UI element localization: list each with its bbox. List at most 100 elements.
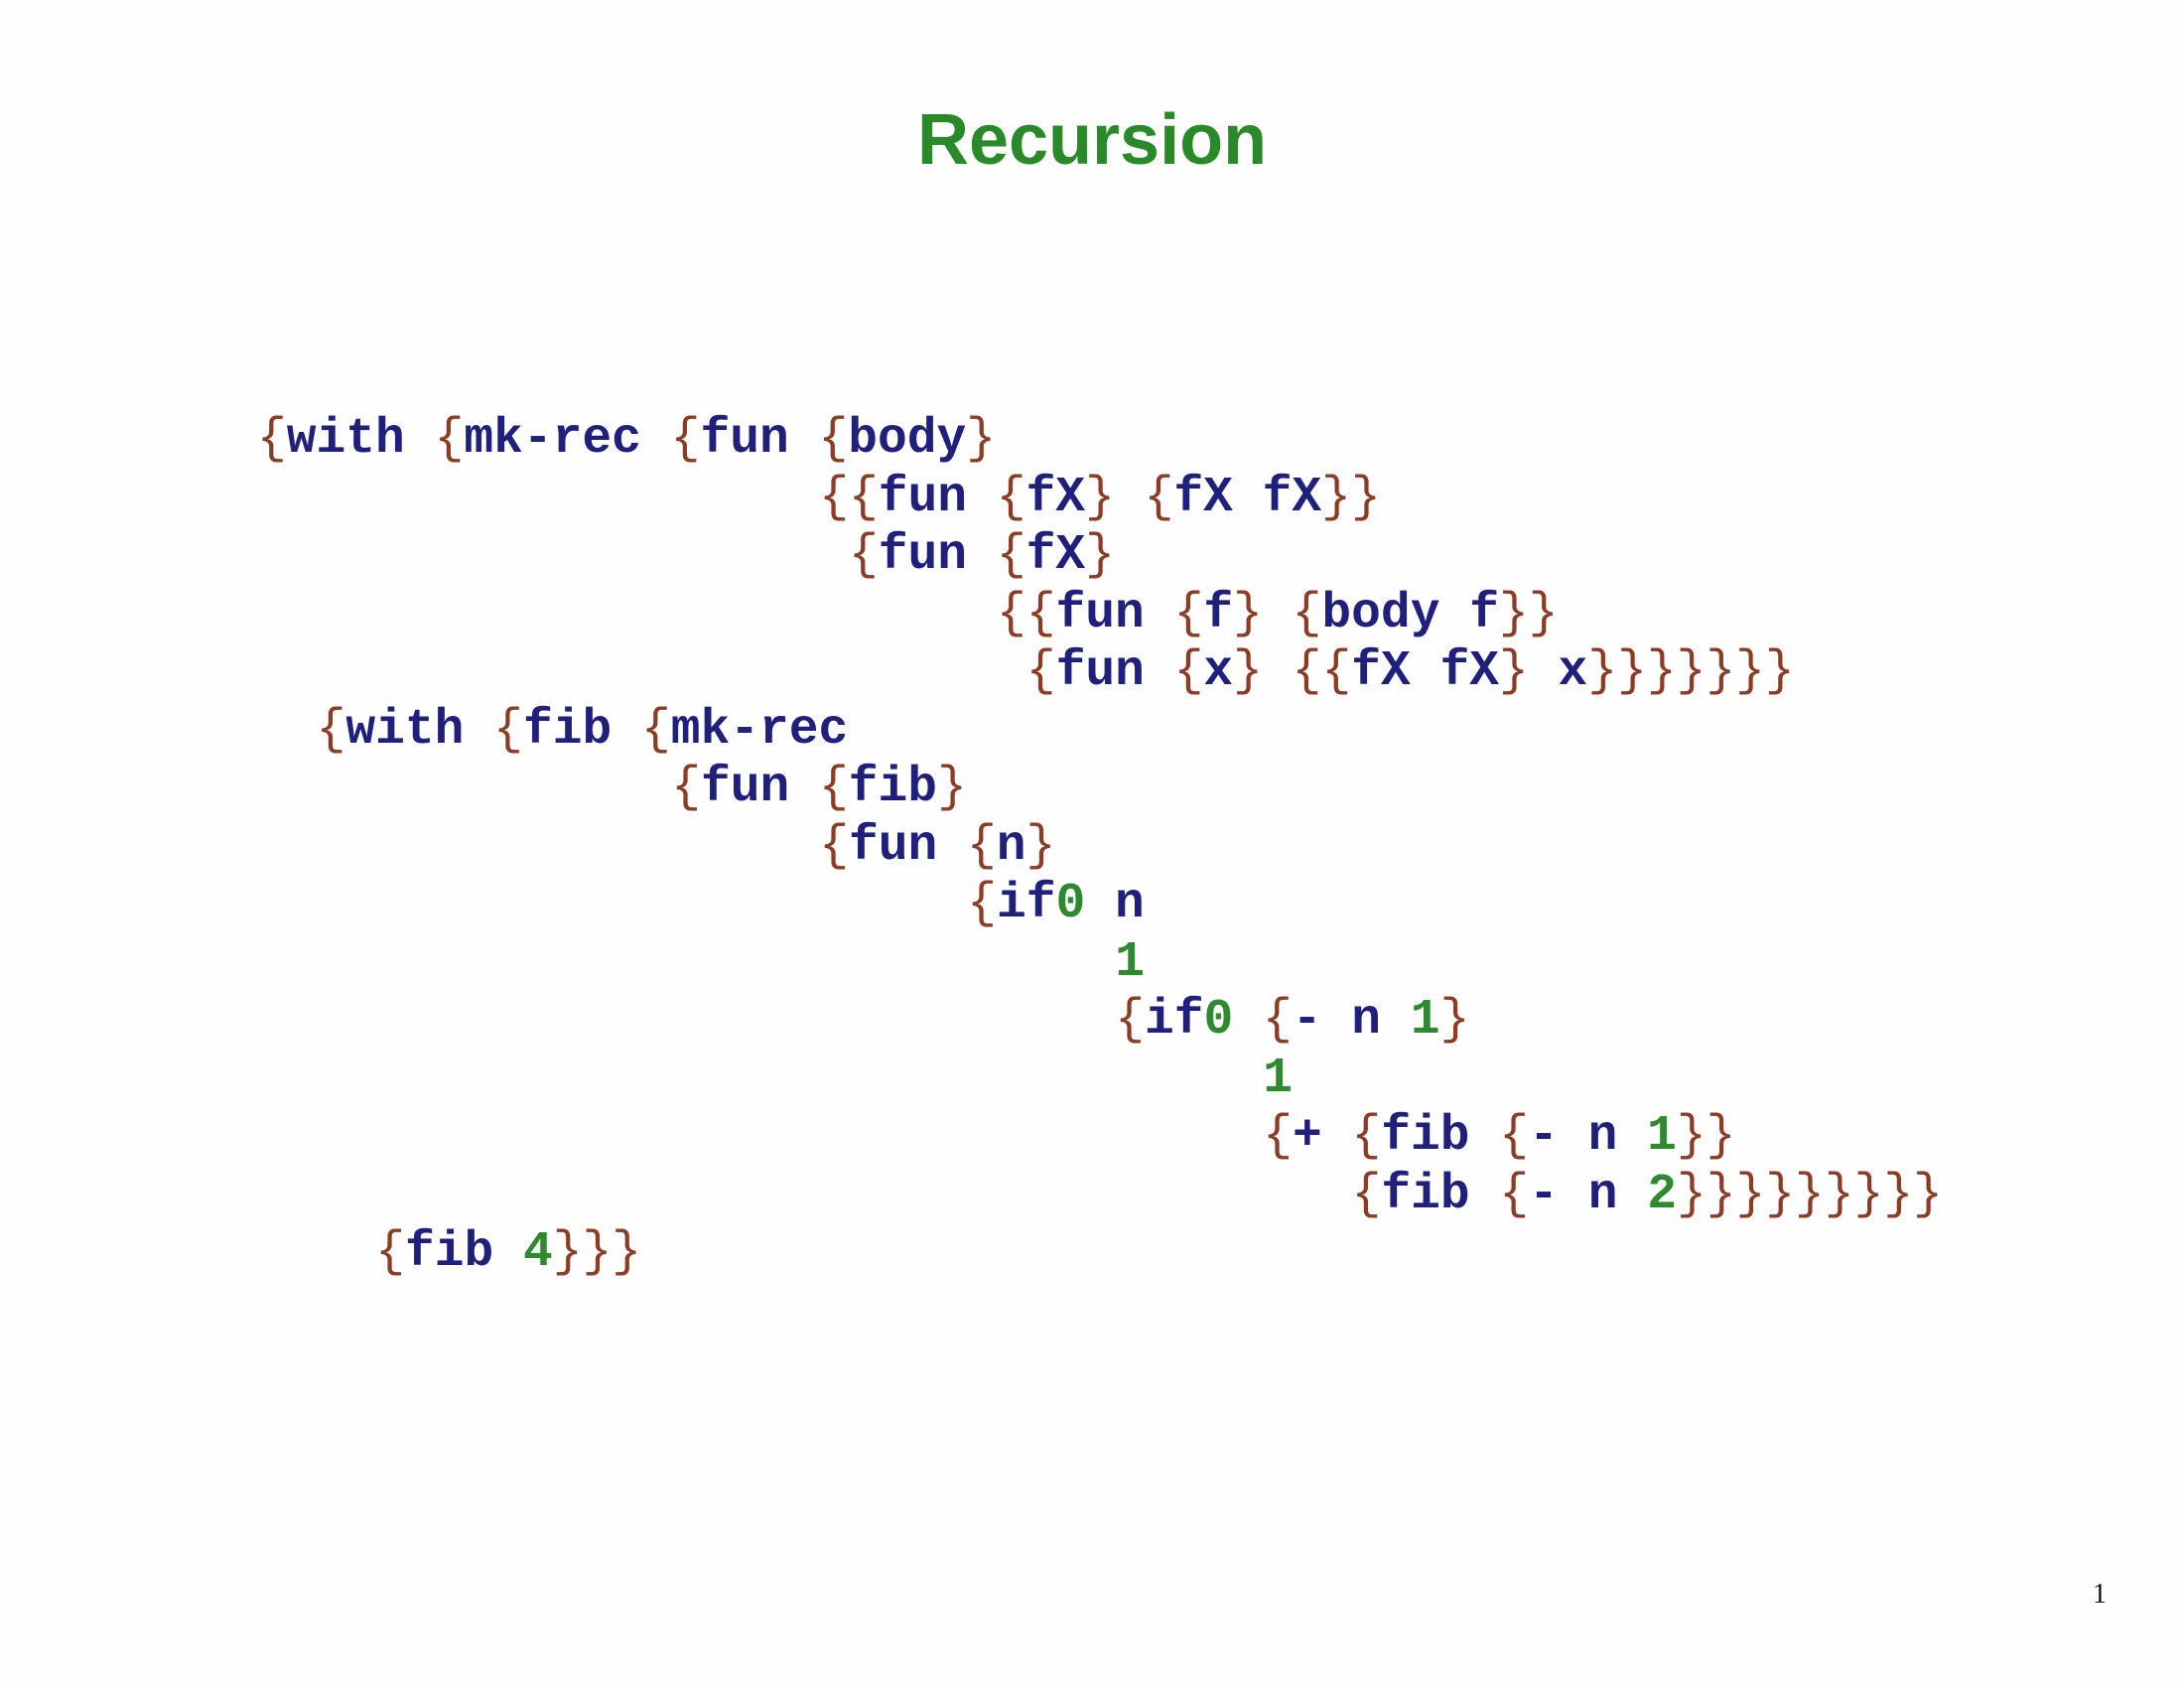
code-line: {with {mk-rec {fun {body}	[257, 410, 996, 468]
code-number: 2	[1647, 1166, 1677, 1222]
code-token	[1263, 643, 1293, 699]
code-token: fun	[878, 527, 997, 583]
code-brace: {	[1499, 1108, 1530, 1164]
code-number: 4	[523, 1224, 553, 1280]
code-brace: {	[967, 817, 997, 874]
code-brace: }	[1498, 585, 1529, 641]
code-token: body f	[1321, 585, 1499, 641]
code-token: fX	[1025, 469, 1086, 525]
code-brace: }	[1735, 643, 1765, 699]
code-brace: }	[966, 411, 997, 467]
code-token: body	[848, 411, 967, 467]
code-brace: {	[1499, 1166, 1530, 1222]
code-brace: {	[967, 876, 997, 931]
code-brace: {	[849, 527, 879, 583]
code-token: fib	[848, 760, 938, 815]
code-token: - n	[1529, 1108, 1648, 1164]
code-token: fX	[1025, 527, 1086, 583]
code-brace: {	[434, 411, 465, 467]
code-brace: }	[1321, 469, 1351, 525]
code-brace: {	[819, 760, 849, 815]
code-brace: }	[1706, 1166, 1736, 1222]
code-token: x	[1203, 643, 1234, 699]
code-brace: }	[1439, 992, 1470, 1048]
code-brace: {	[996, 469, 1026, 525]
code-brace: }	[1233, 643, 1263, 699]
code-brace: }	[1795, 1166, 1825, 1222]
code-brace: {	[997, 585, 1026, 641]
code-brace: {	[257, 411, 287, 467]
code-line: {+ {fib {- n 1}}	[1263, 1107, 1735, 1165]
code-token: fun	[700, 760, 819, 815]
code-brace: }	[1883, 1166, 1914, 1222]
code-token: mk-rec	[464, 411, 671, 467]
code-brace: }	[1824, 1166, 1854, 1222]
code-brace: }	[1350, 469, 1381, 525]
code-brace: {	[1321, 643, 1352, 699]
code-token: if	[996, 876, 1056, 931]
code-token: - n	[1292, 992, 1411, 1048]
code-brace: }	[1528, 585, 1559, 641]
code-brace: }	[1676, 1108, 1706, 1164]
code-brace: }	[1499, 643, 1529, 699]
code-line: {fib 4}}}	[375, 1223, 641, 1281]
code-brace: }	[1233, 585, 1263, 641]
code-brace: {	[493, 701, 523, 758]
code-token: fib	[1381, 1108, 1500, 1164]
code-brace: }	[552, 1224, 583, 1280]
code-line: {if0 {- n 1}	[1115, 991, 1469, 1049]
code-token: f	[1203, 585, 1234, 641]
code-brace: }	[1706, 643, 1736, 699]
code-line: {fun {fX}	[849, 526, 1115, 584]
code-brace: }	[1085, 469, 1115, 525]
code-brace: {	[819, 469, 849, 525]
code-brace: }	[1913, 1166, 1943, 1222]
code-line: {fun {x} {{fX fX} x}}}}}}}	[1026, 642, 1795, 700]
code-token: fib	[522, 701, 641, 758]
code-token: fun	[878, 469, 997, 525]
code-token: fib	[1381, 1166, 1500, 1222]
code-line: {if0 n	[967, 875, 1145, 932]
code-token: x	[1528, 643, 1588, 699]
code-brace: }	[937, 760, 967, 815]
code-line: {fun {n}	[819, 817, 1055, 875]
code-line: {fib {- n 2}}}}}}}}}	[1352, 1166, 1943, 1223]
code-brace: {	[1351, 1108, 1382, 1164]
code-brace: {	[1025, 643, 1056, 699]
code-token: if	[1144, 992, 1204, 1048]
code-line: {{fun {f} {body f}}	[997, 585, 1559, 642]
code-brace: }	[1025, 817, 1056, 874]
code-number: 1	[1263, 1050, 1293, 1106]
code-line: {{fun {fX} {fX fX}}	[819, 469, 1381, 526]
slide-title: Recursion	[916, 100, 1268, 180]
code-token: +	[1292, 1108, 1352, 1164]
code-number: 1	[1115, 933, 1145, 990]
code-number: 1	[1410, 992, 1440, 1048]
code-number: 1	[1647, 1108, 1677, 1164]
code-brace: {	[1144, 469, 1174, 525]
code-brace: {	[1292, 585, 1322, 641]
code-brace: {	[848, 469, 879, 525]
code-line: 1	[1115, 933, 1145, 991]
code-token: - n	[1529, 1166, 1648, 1222]
code-brace: {	[375, 1224, 405, 1280]
code-token: with	[286, 411, 435, 467]
code-brace: {	[1173, 585, 1204, 641]
code-brace: {	[671, 760, 701, 815]
code-brace: {	[1351, 1166, 1382, 1222]
code-brace: }	[1853, 1166, 1884, 1222]
code-brace: {	[1115, 992, 1145, 1048]
code-token	[1263, 586, 1293, 641]
code-brace: {	[819, 817, 849, 874]
code-brace: {	[316, 701, 346, 758]
code-brace: {	[640, 701, 671, 758]
code-brace: }	[1676, 1166, 1706, 1222]
code-line: {fun {fib}	[671, 759, 967, 816]
code-token: n	[1085, 876, 1145, 931]
code-token	[1233, 992, 1263, 1048]
code-brace: {	[1263, 1108, 1293, 1164]
code-brace: }	[1676, 643, 1706, 699]
code-number: 0	[1055, 876, 1086, 931]
code-token: n	[996, 817, 1026, 874]
code-brace: {	[1263, 992, 1293, 1048]
